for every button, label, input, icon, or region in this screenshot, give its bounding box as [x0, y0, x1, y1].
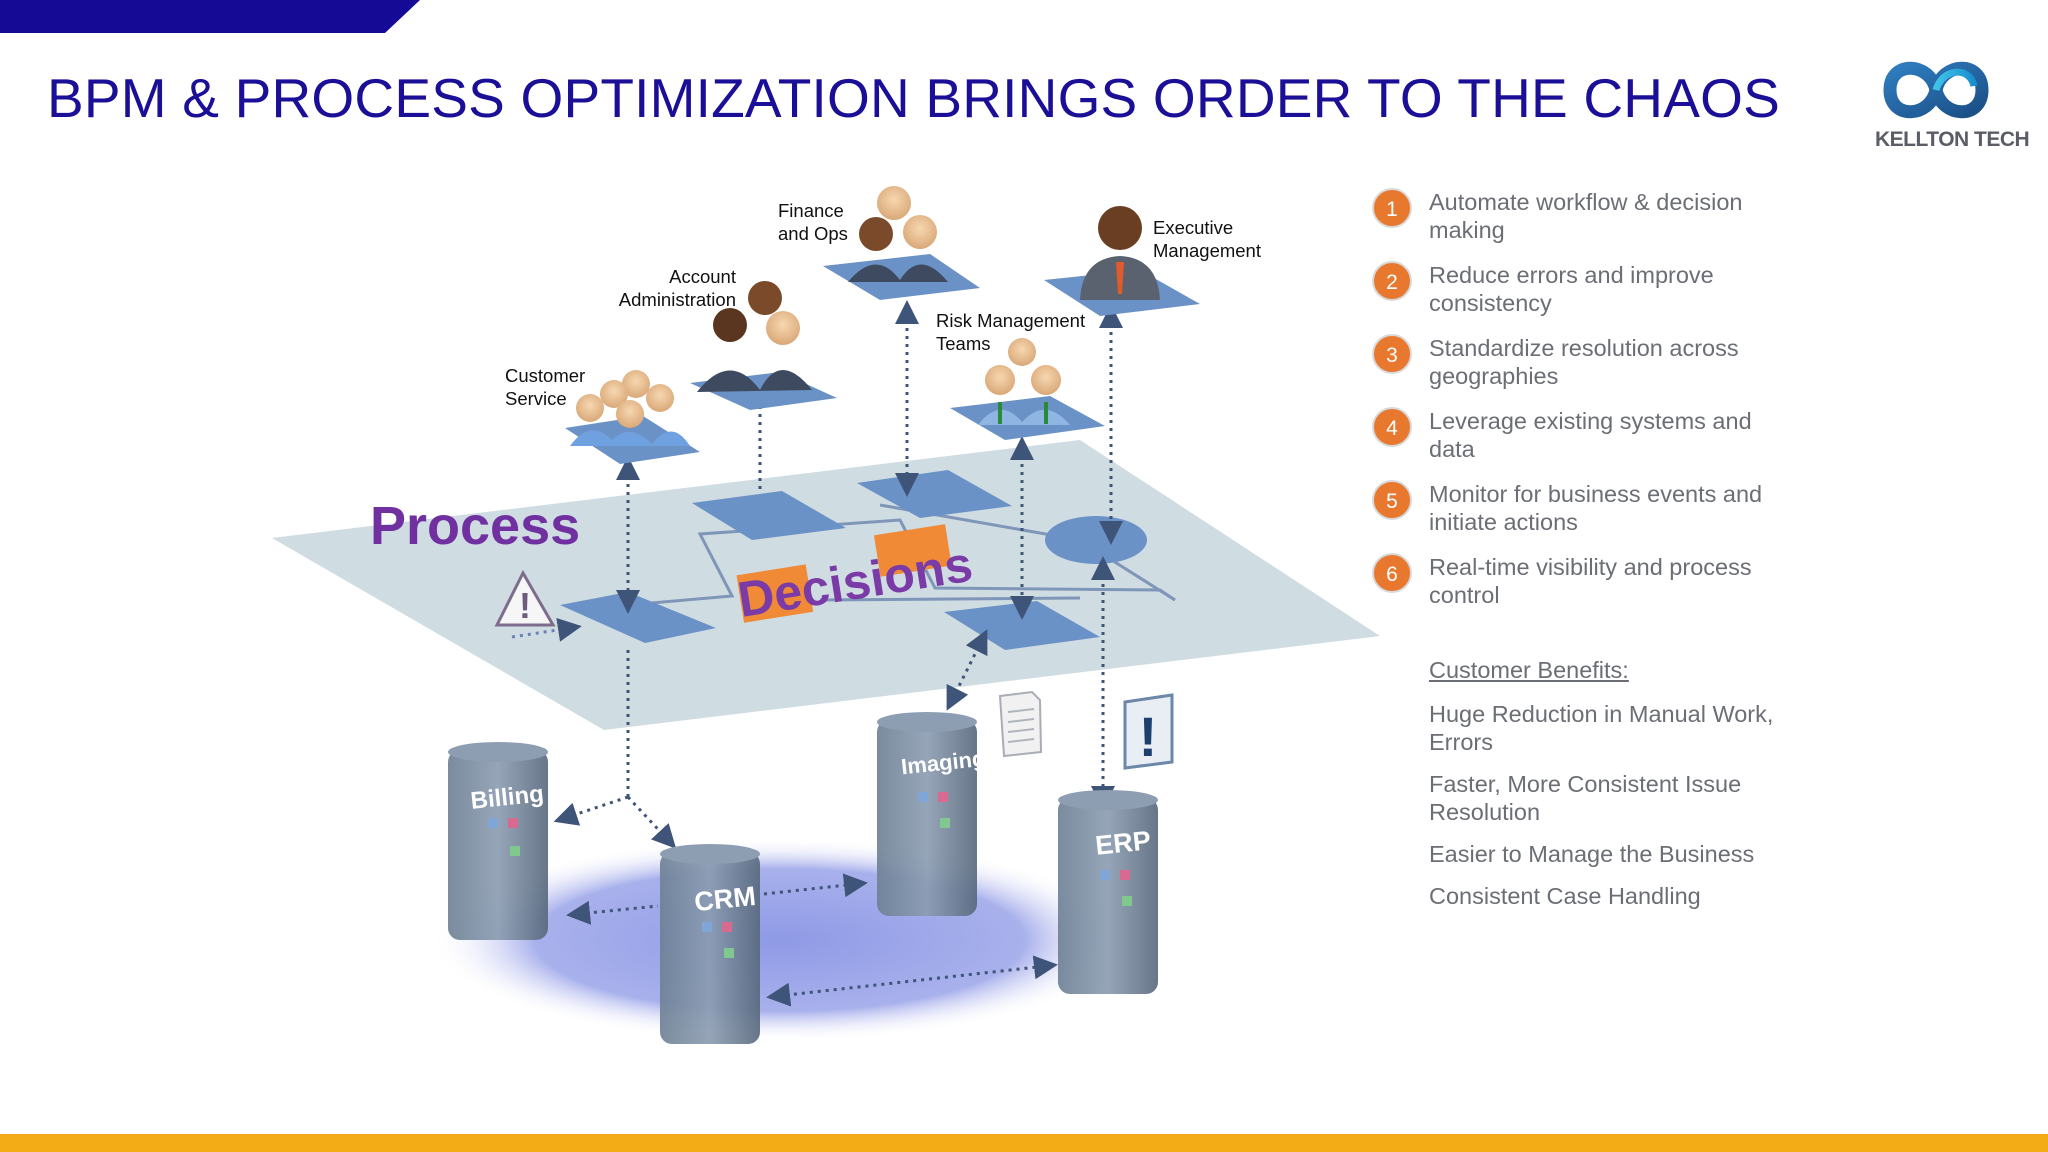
risk-management-people-icon: [978, 338, 1070, 425]
svg-text:ERP: ERP: [1094, 825, 1152, 861]
alert-exclamation-icon: !: [1123, 693, 1174, 770]
footer-bar: [0, 1134, 2048, 1152]
svg-text:Finance: Finance: [778, 200, 844, 221]
kellton-logo-icon: [1883, 61, 1989, 119]
billing-server: Billing: [448, 742, 548, 940]
platform: [823, 254, 980, 300]
process-step: [560, 592, 716, 643]
number-badge: 2: [1372, 261, 1412, 301]
benefit-item: Consistent Case Handling: [1429, 883, 1701, 909]
header-accent-tab: [0, 0, 420, 33]
account-administration-people-icon: [697, 281, 812, 392]
customer-service-people-icon: [570, 370, 690, 446]
number-badge: 4: [1372, 407, 1412, 447]
executive-person-icon: [1080, 206, 1160, 300]
benefits-title: Customer Benefits:: [1429, 657, 1629, 683]
svg-text:Administration: Administration: [619, 289, 736, 310]
crm-server: CRM: [660, 844, 760, 1044]
imaging-server: Imaging: [877, 712, 986, 916]
customer-benefits: Customer Benefits: Huge Reduction in Man…: [1429, 656, 1789, 924]
process-event: [1045, 516, 1147, 564]
benefit-item: Faster, More Consistent Issue Resolution: [1429, 771, 1742, 825]
number-badge: 1: [1372, 188, 1412, 228]
benefit-item: Easier to Manage the Business: [1429, 841, 1755, 867]
process-label: Process: [370, 496, 580, 556]
svg-text:and Ops: and Ops: [778, 223, 848, 244]
svg-text:Service: Service: [505, 388, 567, 409]
page-title: BPM & PROCESS OPTIMIZATION BRINGS ORDER …: [47, 67, 1780, 129]
svg-text:Risk Management: Risk Management: [936, 310, 1085, 331]
benefit-item: Huge Reduction in Manual Work, Errors: [1429, 701, 1774, 755]
warning-icon: !: [494, 569, 556, 627]
number-badge: 3: [1372, 334, 1412, 374]
svg-text:CRM: CRM: [693, 881, 757, 917]
svg-text:Executive: Executive: [1153, 217, 1233, 238]
svg-text:Management: Management: [1153, 240, 1261, 261]
number-badge: 6: [1372, 553, 1412, 593]
process-step: [944, 601, 1100, 650]
svg-text:!: !: [519, 585, 531, 626]
document-icon: [998, 690, 1043, 758]
logo-text: KELLTON TECH: [1875, 128, 2030, 151]
process-step: [692, 491, 846, 540]
finance-ops-people-icon: [848, 186, 948, 282]
number-badge: 5: [1372, 480, 1412, 520]
svg-text:Account: Account: [669, 266, 736, 287]
svg-text:!: !: [1139, 705, 1158, 768]
svg-text:Customer: Customer: [505, 365, 585, 386]
erp-server: ERP: [1058, 790, 1158, 994]
svg-text:Teams: Teams: [936, 333, 991, 354]
